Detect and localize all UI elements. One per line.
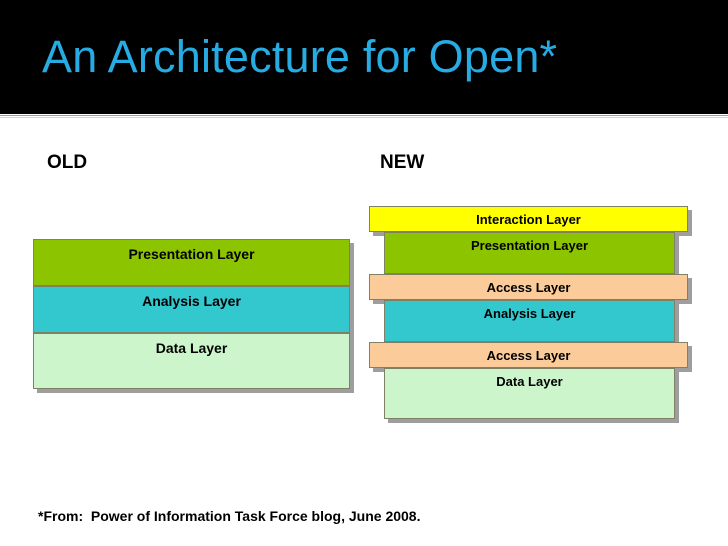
- new-layer-interaction: Interaction Layer: [369, 206, 688, 232]
- page-title: An Architecture for Open*: [42, 31, 558, 82]
- layer-label: Presentation Layer: [470, 238, 589, 253]
- layer-label: Access Layer: [486, 280, 571, 295]
- new-layer-access-lower: Access Layer: [369, 342, 688, 368]
- column-caption-old: OLD: [47, 152, 88, 173]
- layer-label: Data Layer: [155, 340, 228, 356]
- new-layer-analysis: Analysis Layer: [384, 300, 675, 342]
- layer-label: Analysis Layer: [142, 293, 241, 309]
- title-band: An Architecture for Open*: [0, 0, 728, 114]
- new-layer-presentation: Presentation Layer: [384, 232, 675, 274]
- layer-label: Presentation Layer: [128, 246, 255, 262]
- old-layer-presentation: Presentation Layer: [33, 239, 350, 286]
- layer-label: Access Layer: [486, 348, 571, 363]
- new-layer-data: Data Layer: [384, 368, 675, 419]
- title-divider: [0, 114, 728, 119]
- column-caption-new: NEW: [380, 152, 425, 173]
- old-layer-data: Data Layer: [33, 333, 350, 389]
- layer-label: Data Layer: [496, 374, 563, 389]
- footnote-source: *From: Power of Information Task Force b…: [38, 508, 421, 524]
- layer-label: Analysis Layer: [483, 306, 576, 321]
- layer-label: Interaction Layer: [476, 212, 581, 227]
- new-layer-access-upper: Access Layer: [369, 274, 688, 300]
- old-layer-analysis: Analysis Layer: [33, 286, 350, 333]
